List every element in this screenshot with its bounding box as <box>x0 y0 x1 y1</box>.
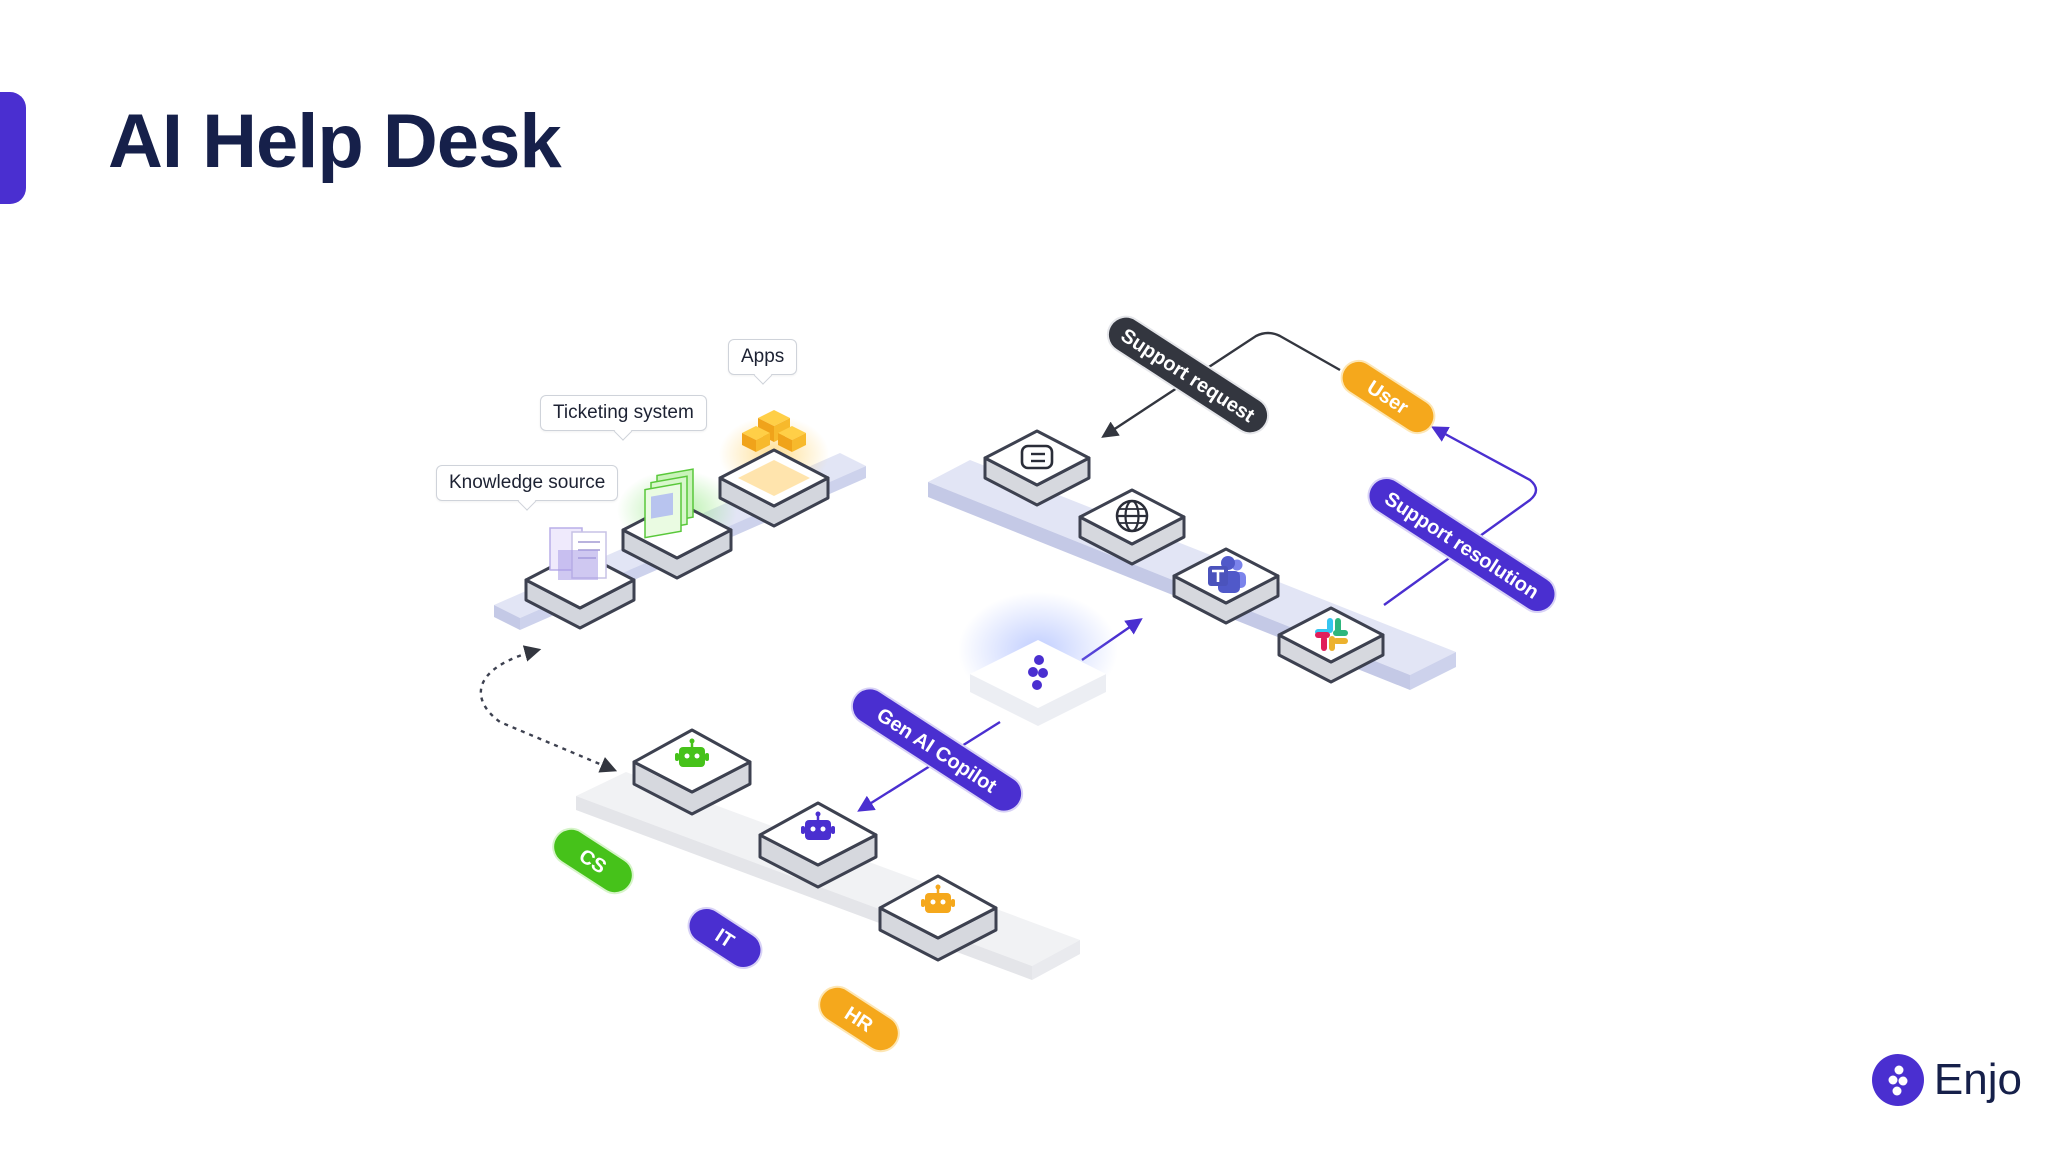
ticketing-system-tile <box>617 468 737 580</box>
enjo-hub <box>958 592 1118 726</box>
support-resolution-pill: Support resolution <box>1367 476 1557 614</box>
apps-tile <box>718 410 830 528</box>
apps-callout: Apps <box>728 339 798 375</box>
channel-tile-chat <box>983 429 1091 507</box>
robot-icon-orange <box>921 884 955 913</box>
knowledge-source-callout: Knowledge source <box>436 465 619 501</box>
enjo-brand-icon <box>1871 1054 1924 1106</box>
page-title: AI Help Desk <box>108 99 562 184</box>
hr-pill: HR <box>818 985 900 1053</box>
support-resolution-arrow <box>1383 426 1538 606</box>
channel-tile-web <box>1078 488 1186 566</box>
channel-tile-teams <box>1172 547 1280 625</box>
globe-icon <box>1115 499 1149 533</box>
support-request-arrow <box>1101 331 1341 438</box>
slack-icon <box>1315 618 1348 651</box>
knowledge-source-tile <box>524 527 636 630</box>
dotted-link-arrow <box>479 645 618 773</box>
robot-icon-green <box>675 738 709 767</box>
user-pill: User <box>1340 359 1436 435</box>
gen-ai-copilot-label: Gen AI Copilot <box>873 704 1001 798</box>
bot-tile-cs <box>632 728 752 816</box>
document-icon <box>549 527 607 580</box>
support-resolution-label: Support resolution <box>1380 488 1542 604</box>
bot-tile-hr <box>878 874 998 962</box>
it-pill: IT <box>687 907 763 969</box>
accent-tab <box>0 92 26 204</box>
chat-icon <box>1020 444 1054 470</box>
support-request-label: Support request <box>1117 325 1259 428</box>
channel-tile-slack <box>1277 606 1385 684</box>
robot-icon-purple <box>801 811 835 840</box>
enjo-brand-name: Enjo <box>1933 1055 2022 1104</box>
ticket-stack-icon <box>644 468 694 539</box>
enjo-brand: Enjo <box>1871 1054 2022 1106</box>
teams-icon <box>1208 556 1246 593</box>
ticketing-system-callout: Ticketing system <box>540 395 707 431</box>
enjo-logo-icon <box>1028 655 1048 690</box>
cs-pill: CS <box>552 827 634 895</box>
bot-tile-it <box>758 801 878 889</box>
apps-cube-icon <box>742 410 806 452</box>
